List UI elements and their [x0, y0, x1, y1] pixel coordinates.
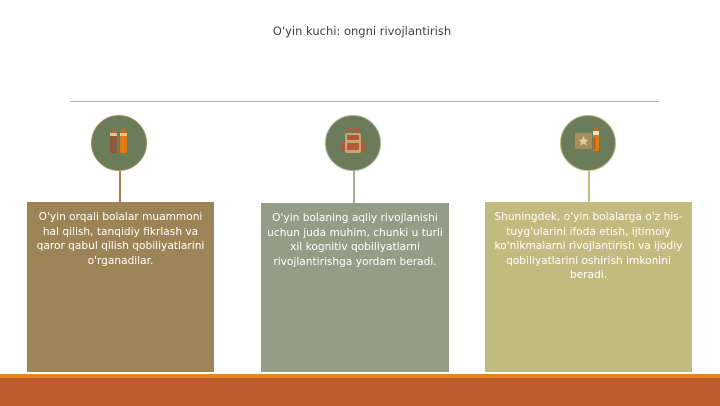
art-canvas-icon	[574, 127, 602, 159]
backpack-icon	[340, 126, 366, 159]
timeline-node-1	[91, 115, 147, 171]
connector-3	[588, 171, 590, 202]
card-3-text: Shuningdek, o'yin bolalarga o'z his-tuyg…	[494, 211, 683, 282]
card-2-text: O'yin bolaning aqliy rivojlanishi uchun …	[267, 212, 443, 268]
timeline-node-2	[325, 115, 381, 171]
content-card-2: O'yin bolaning aqliy rivojlanishi uchun …	[261, 203, 449, 372]
connector-2	[353, 171, 355, 203]
slide-title: O'yin kuchi: ongni rivojlantirish	[272, 24, 452, 38]
card-1-text: O'yin orqali bolalar muammoni hal qilish…	[36, 211, 205, 267]
timeline-line	[70, 101, 659, 102]
content-card-1: O'yin orqali bolalar muammoni hal qilish…	[27, 202, 214, 372]
connector-1	[119, 171, 121, 203]
timeline-node-3	[560, 115, 616, 171]
pencils-icon	[107, 127, 131, 159]
footer-orange-stripe	[0, 374, 720, 378]
footer-red-band	[0, 378, 720, 406]
content-card-3: Shuningdek, o'yin bolalarga o'z his-tuyg…	[485, 202, 692, 372]
